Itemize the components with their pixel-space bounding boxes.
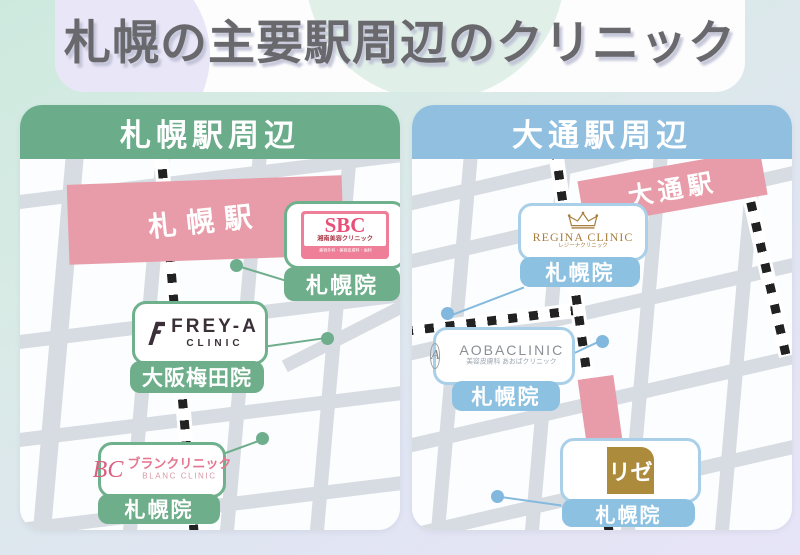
sapporo-map: 札幌駅 SBC 湘南美容クリニック 美容外科・美容皮膚科・歯科 bbox=[20, 159, 400, 530]
map-dot bbox=[596, 335, 609, 348]
page-title: 札幌の主要駅周辺のクリニック bbox=[64, 16, 736, 69]
map-dot bbox=[256, 432, 269, 445]
blanc-branch-badge: 札幌院 bbox=[98, 494, 220, 524]
regina-logo-subtext: レジーナクリニック bbox=[558, 242, 608, 249]
regina-clinic-card: REGINA CLINIC レジーナクリニック bbox=[518, 203, 648, 261]
decorative-circle bbox=[55, 0, 210, 92]
regina-branch-badge: 札幌院 bbox=[520, 257, 640, 287]
odori-panel-header: 大通駅周辺 bbox=[412, 105, 792, 159]
freya-logo-text-group: FREY-A CLINIC bbox=[171, 316, 259, 351]
blanc-clinic-card: BC ブランクリニック BLANC CLINIC bbox=[93, 442, 231, 498]
freya-logo-icon bbox=[148, 321, 166, 345]
aoba-logo-text: AOBACLINIC bbox=[459, 342, 565, 359]
sbc-logo-inner: SBC 湘南美容クリニック bbox=[304, 214, 386, 246]
blanc-branch-label: 札幌院 bbox=[124, 499, 194, 522]
sbc-clinic-card: SBC 湘南美容クリニック 美容外科・美容皮膚科・歯科 bbox=[284, 201, 400, 269]
aoba-logo-subtext: 美容皮膚科 あおばクリニック bbox=[466, 358, 557, 366]
aoba-branch-badge: 札幌院 bbox=[452, 381, 560, 411]
odori-panel-title: 大通駅周辺 bbox=[512, 117, 692, 153]
regina-branch-label: 札幌院 bbox=[545, 262, 615, 285]
sbc-branch-label: 札幌院 bbox=[305, 273, 378, 298]
rize-logo-text: リゼ bbox=[608, 459, 653, 485]
sbc-logo-note: 美容外科・美容皮膚科・歯科 bbox=[318, 247, 372, 253]
title-banner: 札幌の主要駅周辺のクリニック bbox=[55, 0, 745, 92]
aoba-logo-icon: A bbox=[429, 343, 441, 369]
map-dot bbox=[491, 490, 504, 503]
odori-map: 大通駅 REGINA CLINIC レジーナクリニック bbox=[412, 159, 792, 530]
sapporo-panel-title: 札幌駅周辺 bbox=[120, 117, 300, 153]
regina-logo-text: REGINA CLINIC bbox=[532, 230, 634, 244]
sbc-logo-subtext: 湘南美容クリニック bbox=[317, 235, 373, 243]
rize-logo: リゼ bbox=[607, 447, 654, 494]
aoba-branch-label: 札幌院 bbox=[471, 386, 541, 409]
rize-clinic-card: リゼ bbox=[560, 438, 701, 503]
aoba-logo-mark: A bbox=[430, 348, 440, 363]
rize-branch-badge: 札幌院 bbox=[562, 499, 695, 527]
aoba-logo-text-group: AOBACLINIC 美容皮膚科 あおばクリニック bbox=[445, 342, 578, 370]
sapporo-panel-header: 札幌駅周辺 bbox=[20, 105, 400, 159]
freya-logo-subtext: CLINIC bbox=[186, 338, 244, 350]
blanc-logo-mark: BC bbox=[92, 457, 124, 483]
map-dot bbox=[321, 332, 334, 345]
map-dot bbox=[230, 259, 243, 272]
freya-logo-text: FREY-A bbox=[171, 315, 259, 337]
rize-branch-label: 札幌院 bbox=[595, 504, 662, 527]
sbc-branch-badge: 札幌院 bbox=[284, 267, 400, 301]
map-dot bbox=[441, 307, 454, 320]
freya-branch-badge: 大阪梅田院 bbox=[130, 361, 264, 393]
freya-branch-label: 大阪梅田院 bbox=[142, 367, 252, 390]
sapporo-station-panel: 札幌駅周辺 札幌駅 bbox=[20, 105, 400, 530]
freya-clinic-card: FREY-A CLINIC bbox=[132, 301, 268, 365]
regina-crown-icon bbox=[567, 211, 599, 229]
sbc-logo: SBC 湘南美容クリニック 美容外科・美容皮膚科・歯科 bbox=[301, 211, 389, 259]
blanc-logo-subtext: BLANC CLINIC bbox=[142, 471, 217, 481]
aoba-clinic-card: A AOBACLINIC 美容皮膚科 あおばクリニック bbox=[429, 327, 578, 385]
blanc-logo-text: ブランクリニック bbox=[127, 456, 232, 472]
blanc-logo-text-group: ブランクリニック BLANC CLINIC bbox=[127, 457, 231, 482]
odori-station-panel: 大通駅周辺 大通駅 bbox=[412, 105, 792, 530]
sapporo-station-label: 札幌駅 bbox=[147, 200, 264, 243]
sbc-logo-text: SBC bbox=[324, 213, 366, 237]
